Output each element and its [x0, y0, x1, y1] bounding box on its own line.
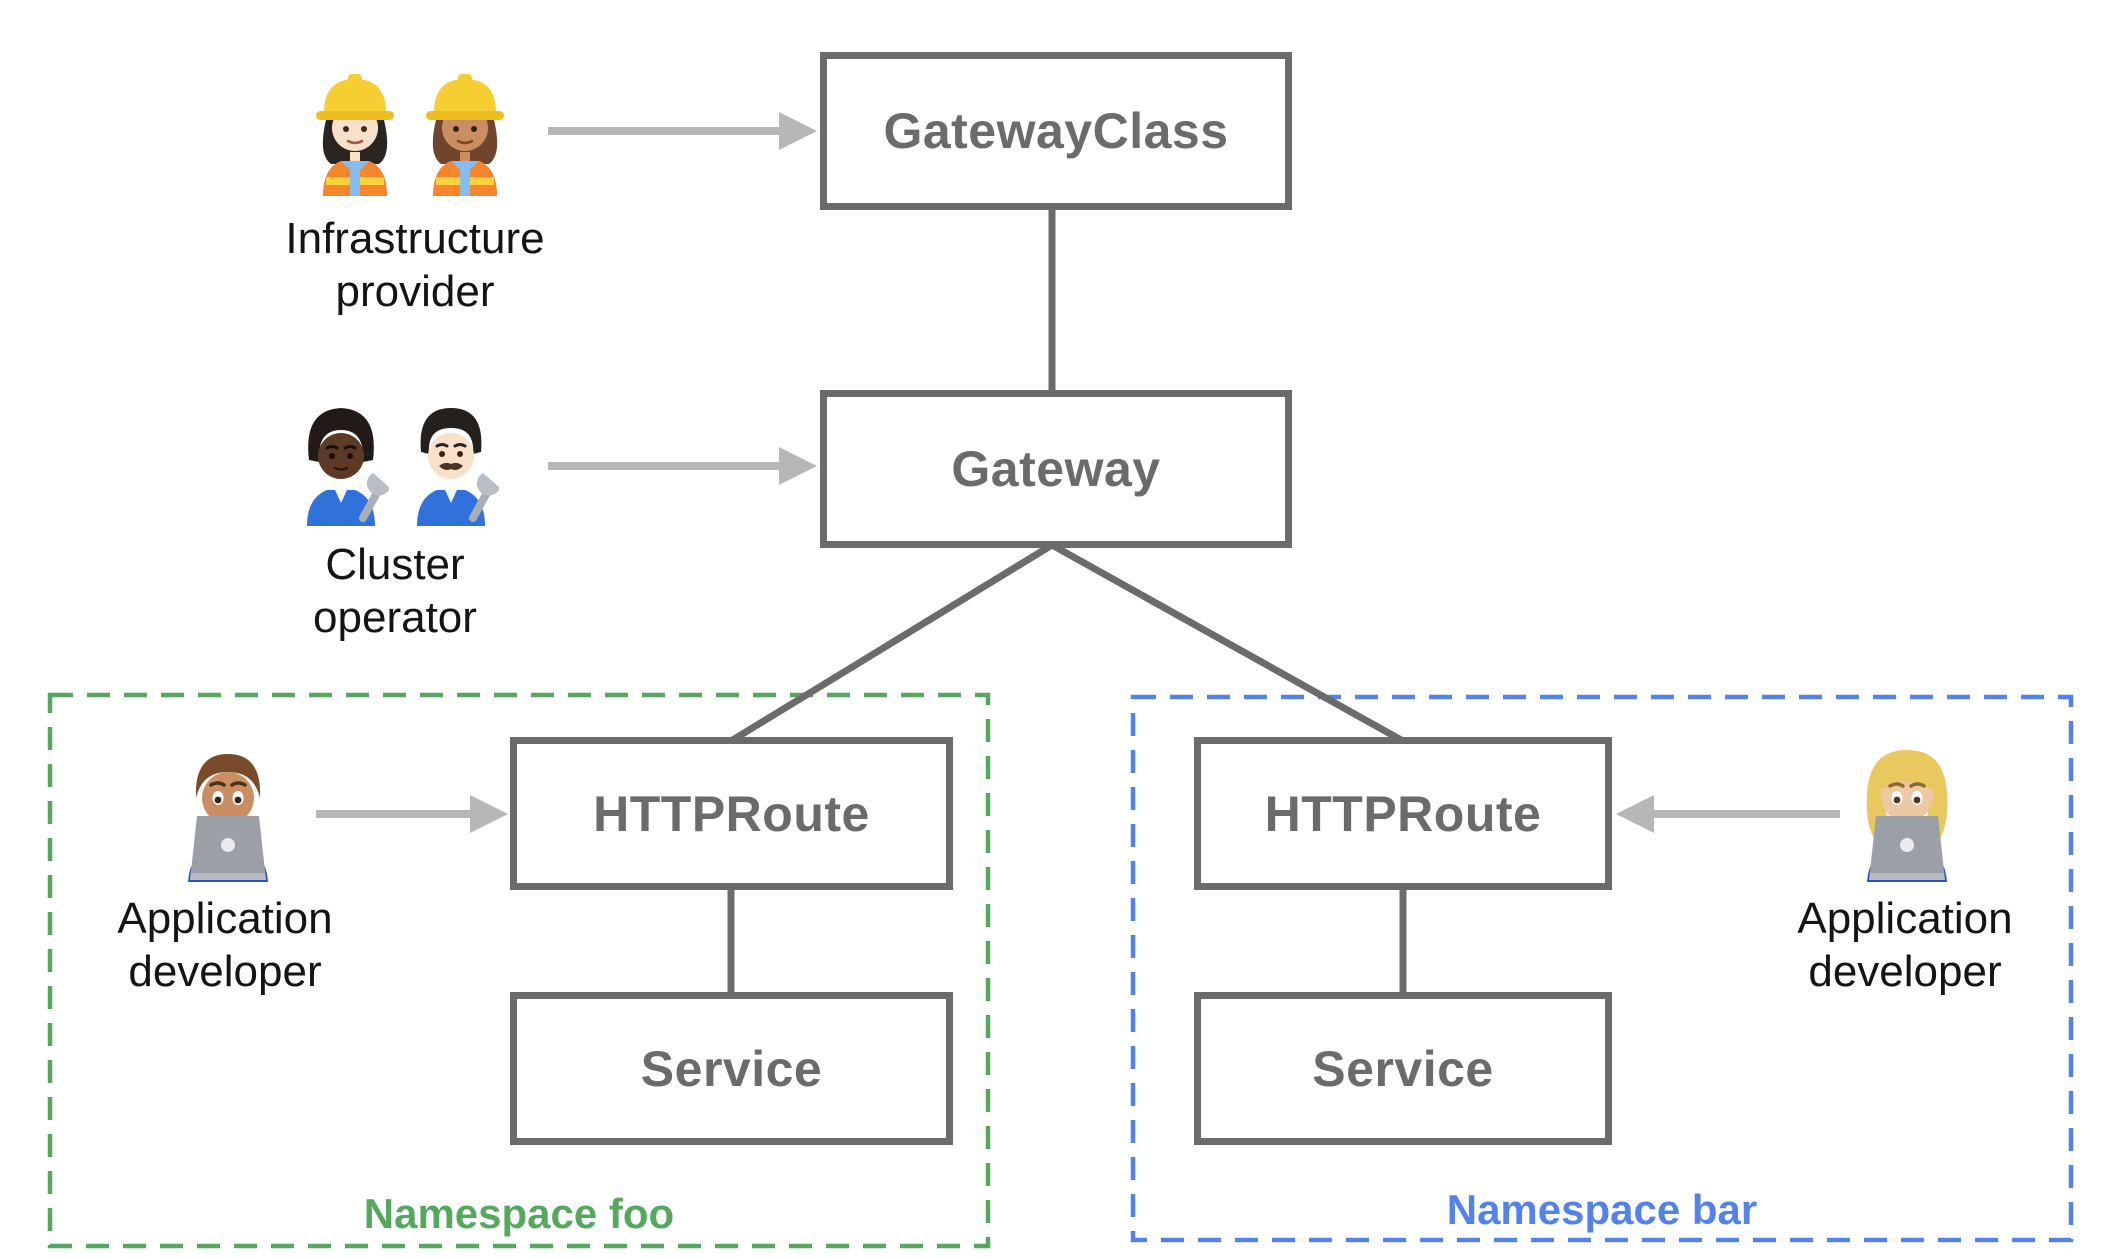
node-gateway: Gateway — [820, 390, 1292, 548]
arrow-app-developer-to-httproute-foo — [316, 795, 508, 833]
arrow-infrastructure-provider-to-gatewayclass — [548, 112, 817, 150]
woman-technologist-icon — [1866, 750, 1948, 882]
node-httproute-foo: HTTPRoute — [510, 737, 953, 890]
application-developer-bar-label: Application developer — [1797, 894, 2013, 996]
node-service-bar: Service — [1194, 992, 1612, 1145]
cluster-operator-icons — [293, 396, 499, 526]
namespace-foo-boundary — [47, 692, 991, 1249]
woman-construction-worker-light-skin-icon — [316, 74, 394, 196]
namespace-bar-label: Namespace bar — [1446, 1186, 1758, 1233]
person-mechanic-dark-skin-icon — [307, 408, 389, 526]
node-service-foo: Service — [510, 992, 953, 1145]
application-developer-foo-icon-wrap — [172, 742, 284, 882]
cluster-operator-label: Cluster operator — [313, 540, 477, 642]
woman-construction-worker-medium-skin-icon — [426, 74, 504, 196]
node-httproute-bar: HTTPRoute — [1194, 737, 1612, 890]
man-mechanic-light-skin-icon — [417, 408, 499, 526]
edge-gateway-httproute-bar — [1050, 541, 1405, 745]
infrastructure-provider-label: Infrastructure provider — [285, 214, 545, 316]
edge-gateway-httproute-foo — [729, 542, 1054, 744]
node-gatewayclass: GatewayClass — [820, 52, 1292, 210]
application-developer-bar-icon-wrap — [1851, 742, 1963, 882]
arrow-cluster-operator-to-gateway — [548, 447, 817, 485]
application-developer-foo-label: Application developer — [117, 894, 333, 996]
man-technologist-icon — [188, 754, 268, 882]
infrastructure-provider-icons — [307, 66, 513, 196]
arrow-app-developer-to-httproute-bar — [1616, 795, 1840, 833]
namespace-foo-label: Namespace foo — [363, 1190, 675, 1237]
